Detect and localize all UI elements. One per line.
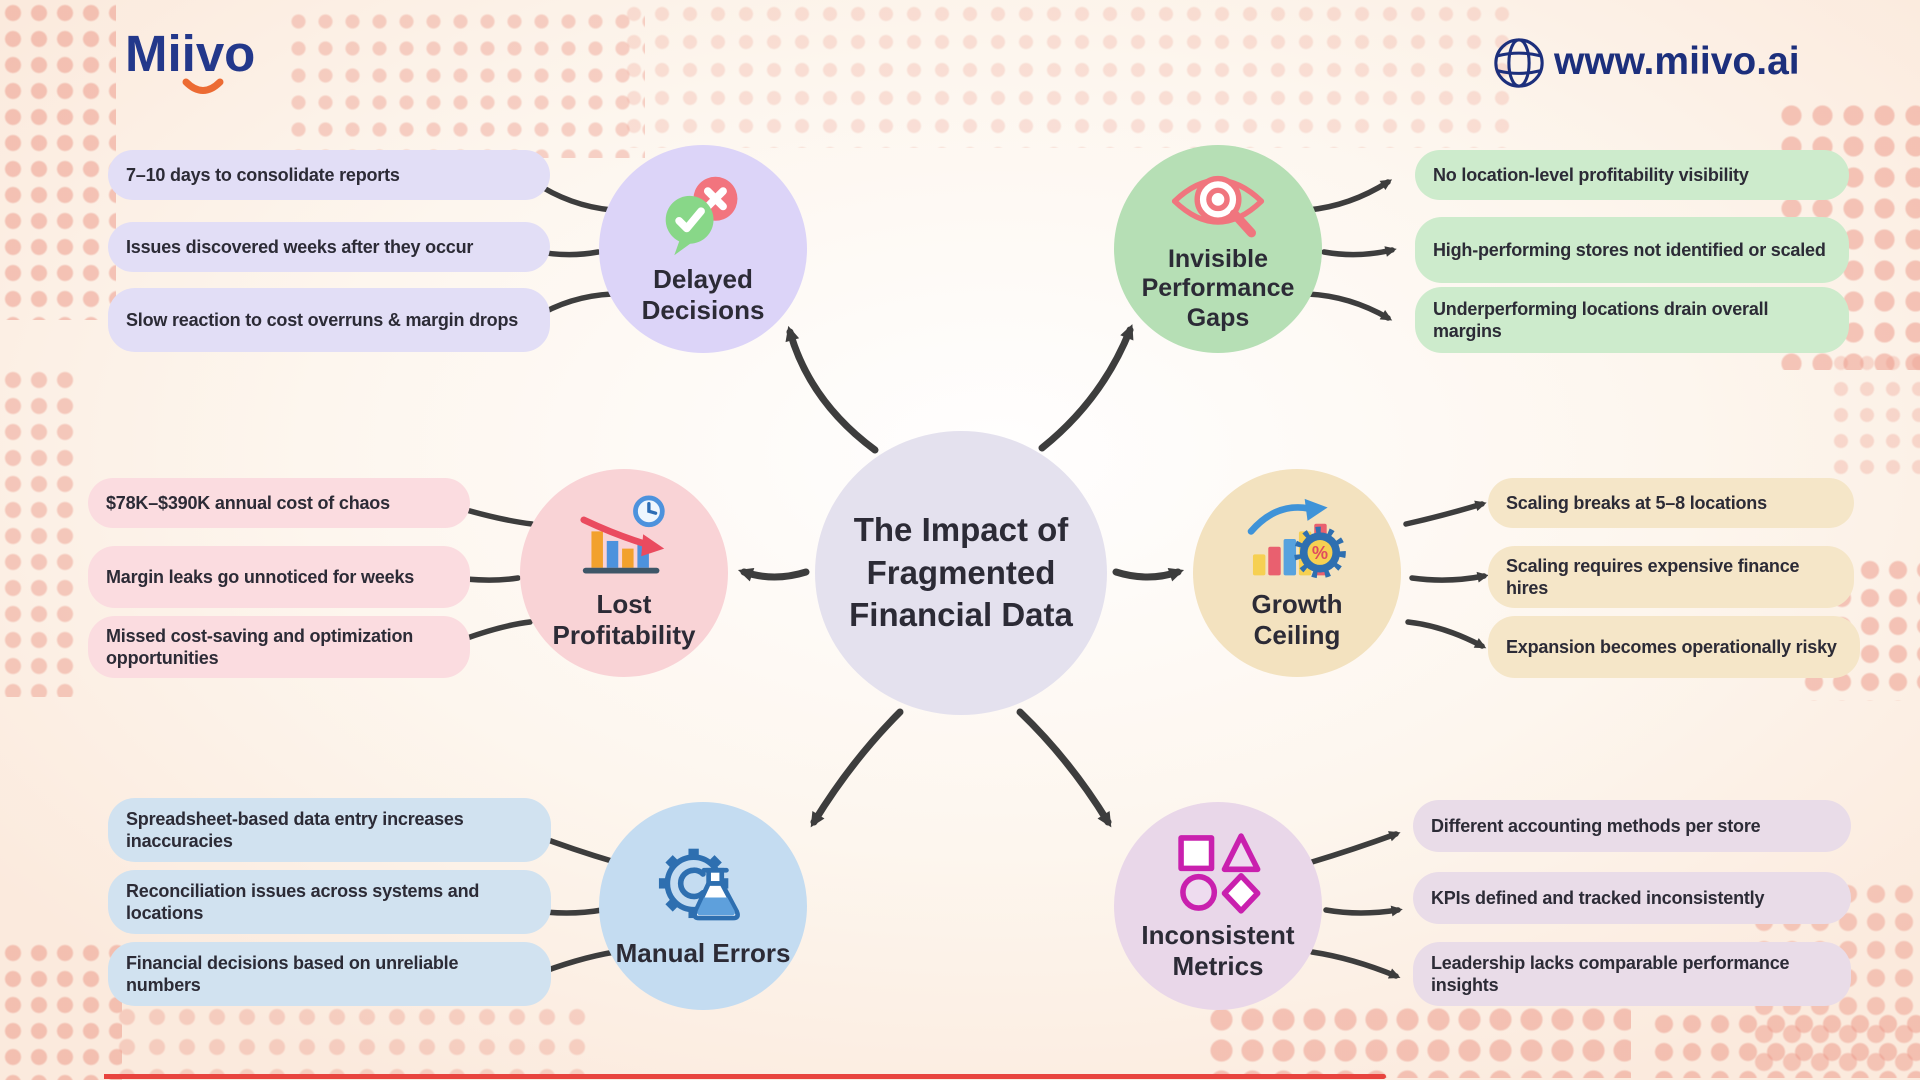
globe-icon [1494,38,1544,88]
central-topic-title: The Impact of Fragmented Financial Data [849,510,1073,634]
branch-label: Delayed Decisions [641,264,765,325]
pill-item: Different accounting methods per store [1413,800,1851,852]
branch-label: Inconsistent Metrics [1141,920,1295,981]
dots-bottom-right-row [1650,1010,1920,1078]
pill-item: High-performing stores not identified or… [1415,217,1849,283]
central-topic-node: The Impact of Fragmented Financial Data [815,431,1107,715]
pill-item: Reconciliation issues across systems and… [108,870,551,934]
pill-item: KPIs defined and tracked inconsistently [1413,872,1851,924]
pill-item: Scaling requires expensive finance hires [1488,546,1854,608]
website-link[interactable]: www.miivo.ai [1554,40,1800,83]
dots-bottom-center [1206,1004,1631,1078]
dots-right-upper [1828,350,1920,480]
pill-item: Margin leaks go unnoticed for weeks [88,546,470,608]
declining-chart-clock-icon [580,495,665,574]
pill-item: $78K–$390K annual cost of chaos [88,478,470,528]
branch-label: Lost Profitability [552,589,696,650]
pill-item: No location-level profitability visibili… [1415,150,1849,200]
dots-bottom-left-row [112,1002,592,1078]
speech-bubbles-check-x-icon [665,177,738,256]
branch-label: Invisible Performance Gaps [1141,244,1295,332]
logo-smile-icon [182,78,224,94]
branch-manual-errors: Manual Errors [599,802,807,1010]
pill-item: Expansion becomes operationally risky [1488,616,1860,678]
pill-item: Missed cost-saving and optimization oppo… [88,616,470,678]
eye-magnifier-icon [1171,175,1265,238]
shapes-icon [1178,833,1261,914]
svg-text:%: % [1312,543,1328,563]
branch-lost-profitability: Lost Profitability [520,469,728,677]
branch-growth-ceiling: % Growth Ceiling [1193,469,1401,677]
pill-item: Spreadsheet-based data entry increases i… [108,798,551,862]
bottom-progress-bar[interactable] [104,1074,1386,1079]
dots-bottom-left-corner [0,940,122,1080]
branch-label: Growth Ceiling [1251,589,1343,650]
branch-invisible-performance-gaps: Invisible Performance Gaps [1114,145,1322,353]
pill-item: Leadership lacks comparable performance … [1413,942,1851,1006]
dots-top-left [0,0,116,320]
miivo-logo: Miivo [125,25,256,82]
pill-item: Scaling breaks at 5–8 locations [1488,478,1854,528]
pill-item: 7–10 days to consolidate reports [108,150,550,200]
pill-item: Financial decisions based on unreliable … [108,942,551,1006]
gear-flask-icon [658,848,740,921]
dots-top-band-left [285,8,645,158]
dots-left-edge [0,367,78,697]
pill-item: Issues discovered weeks after they occur [108,222,550,272]
pill-item: Slow reaction to cost overruns & margin … [108,288,550,352]
branch-inconsistent-metrics: Inconsistent Metrics [1114,802,1322,1010]
dots-top-band-center [620,0,1520,148]
pill-item: Underperforming locations drain overall … [1415,287,1849,353]
branch-delayed-decisions: Delayed Decisions [599,145,807,353]
rising-chart-gear-percent-icon: % [1247,499,1346,579]
branch-label: Manual Errors [615,937,791,968]
